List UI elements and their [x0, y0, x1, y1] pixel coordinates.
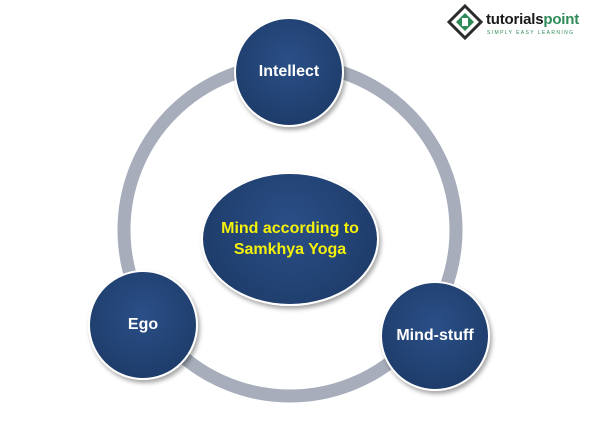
node-ego: Ego [88, 270, 198, 380]
node-mind-stuff: Mind-stuff [380, 281, 490, 391]
node-intellect: Intellect [234, 17, 344, 127]
node-label: Intellect [258, 63, 320, 80]
logo-mark-icon [446, 4, 484, 41]
logo-brand-text: tutorialspoint [486, 11, 580, 28]
center-label: Mind according to Samkhya Yoga [221, 220, 359, 258]
node-label: Ego [127, 316, 159, 333]
node-label: Mind-stuff [396, 327, 474, 344]
tutorialspoint-logo: tutorialspoint SIMPLY EASY LEARNING [446, 4, 596, 44]
center-concept: Mind according to Samkhya Yoga [201, 172, 379, 306]
logo-tagline: SIMPLY EASY LEARNING [487, 30, 575, 36]
